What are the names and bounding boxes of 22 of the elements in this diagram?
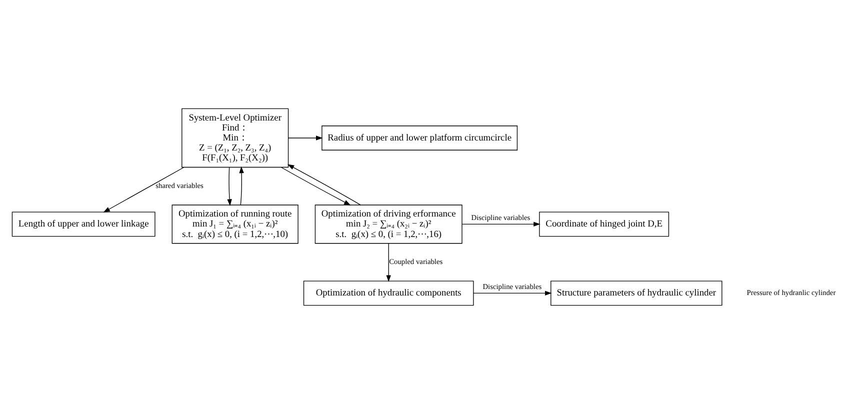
arrow xyxy=(103,167,184,213)
arrow xyxy=(386,243,391,282)
node-box: System-Level Optimizer Find： Min： Z = (Z₁, Z₂, Z₃, Z₄) F(F₁(X₁), F₂(X₂)) xyxy=(182,108,289,168)
node-box: Radius of upper and lower platform circumcircle xyxy=(322,126,518,150)
edge-label: Discipline variables xyxy=(482,282,542,292)
arrow xyxy=(473,290,552,296)
arrow xyxy=(239,166,244,206)
node-box: Optimization of hydraulic components xyxy=(303,280,474,306)
node-box: Optimization of driving erformance min J₂ = ∑ᵢ₌₄ (x₂ᵢ − zᵢ)² s.t. gᵢ(x) ≤ 0, (i = 1,2,⋯,16) xyxy=(314,204,462,244)
arrow xyxy=(287,164,361,206)
edge-label: Discipline variables xyxy=(471,212,530,222)
node-box: Coordinate of hinged joint D,E xyxy=(539,212,670,237)
edge-label: shared variables xyxy=(156,181,204,190)
label: Pressure of hydranlic cylinder xyxy=(746,288,836,298)
node-box: Length of upper and lower linkage xyxy=(12,212,156,237)
node-box: Optimization of running route min J₁ = ∑ᵢ₌₄ (x₁ᵢ − zᵢ)² s.t. gᵢ(x) ≤ 0, (i = 1,2,⋯,10) xyxy=(172,204,298,244)
node-box: Structure parameters of hydraulic cylinder xyxy=(550,280,722,306)
arrow xyxy=(288,136,323,140)
edge-label: Coupled variables xyxy=(389,257,443,266)
arrow xyxy=(280,167,351,206)
arrow xyxy=(227,167,232,206)
arrow xyxy=(462,222,540,227)
